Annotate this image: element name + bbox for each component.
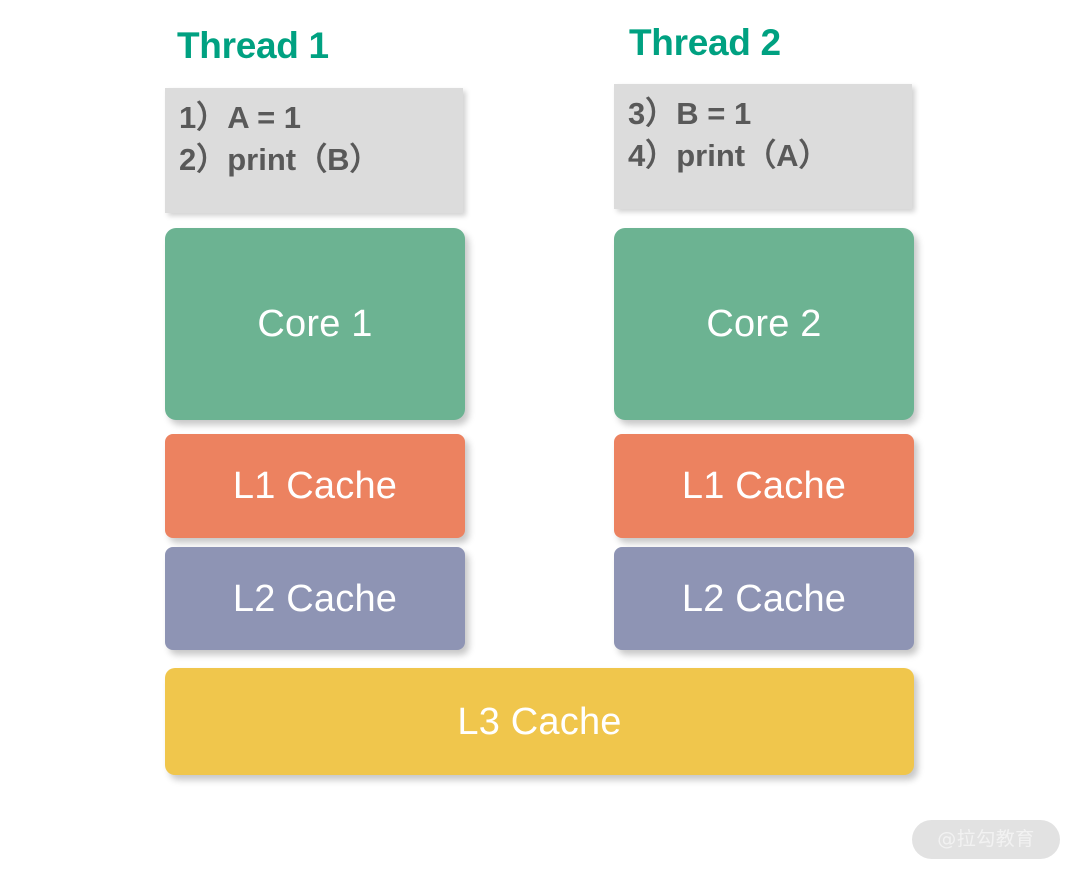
thread-1-title: Thread 1 [177, 25, 329, 66]
thread-2-code-line-1: 3）B = 1 [628, 96, 752, 131]
l3-cache-block: L3 Cache [165, 668, 914, 775]
core-1-block: Core 1 [165, 228, 465, 420]
core-2-label: Core 2 [706, 303, 822, 345]
l1-cache-1-label: L1 Cache [232, 465, 398, 507]
l1-cache-2-block: L1 Cache [614, 434, 914, 538]
l2-cache-2-label: L2 Cache [681, 577, 847, 620]
thread-1-code-line-2: 2）print（B） [179, 141, 381, 177]
l2-cache-2-block: L2 Cache [614, 547, 914, 650]
core-2-block: Core 2 [614, 228, 914, 420]
l1-cache-2-label: L1 Cache [681, 465, 847, 507]
watermark-badge: @拉勾教育 [912, 820, 1060, 859]
thread-2-code-box: 3）B = 1 4）print（A） [614, 84, 912, 209]
l3-cache-label: L3 Cache [457, 700, 622, 743]
core-1-label: Core 1 [257, 303, 373, 345]
thread-2-title: Thread 2 [629, 22, 781, 63]
watermark-text: @拉勾教育 [937, 828, 1035, 850]
thread-1-code-box: 1）A = 1 2）print（B） [165, 88, 463, 213]
l2-cache-1-block: L2 Cache [165, 547, 465, 650]
l2-cache-1-label: L2 Cache [232, 577, 398, 620]
thread-1-code-line-1: 1）A = 1 [179, 100, 302, 135]
l1-cache-1-block: L1 Cache [165, 434, 465, 538]
thread-2-code-line-2: 4）print（A） [628, 137, 830, 173]
